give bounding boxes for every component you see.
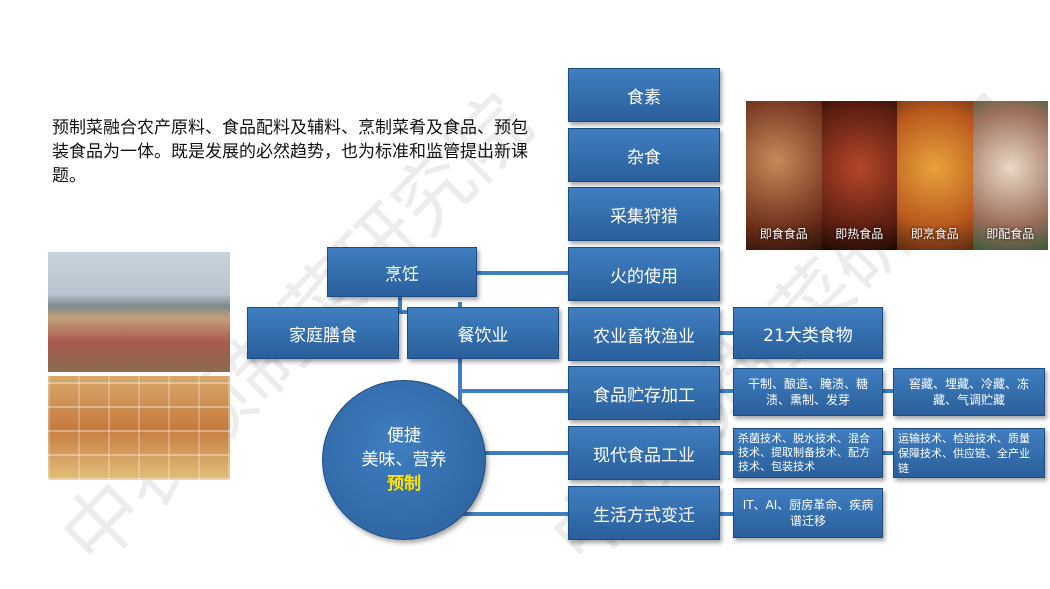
photo-label-0: 即食食品 xyxy=(759,227,808,241)
photo-label-3: 即配食品 xyxy=(986,227,1035,241)
detail-zhucun-methods: 干制、酿造、腌渍、糖渍、熏制、发芽 xyxy=(733,368,883,416)
prefab-core-circle: 便捷 美味、营养 预制 xyxy=(322,380,486,540)
node-pengren: 烹饪 xyxy=(327,247,477,297)
circle-line-1: 便捷 xyxy=(387,426,421,446)
food-photo-strip: 即食食品 即热食品 即烹食品 即配食品 xyxy=(746,101,1048,250)
stage-xiandai: 现代食品工业 xyxy=(568,426,720,480)
circle-line-2: 美味、营养 xyxy=(361,450,447,470)
node-canyin: 餐饮业 xyxy=(407,307,559,359)
ready-to-eat-photo: 即食食品 xyxy=(746,101,822,250)
stage-shenghuo: 生活方式变迁 xyxy=(568,486,720,540)
stage-zashi: 杂食 xyxy=(568,128,720,182)
market-photo-1 xyxy=(48,252,230,372)
stage-zhucun: 食品贮存加工 xyxy=(568,366,720,420)
node-21-foods: 21大类食物 xyxy=(733,307,883,359)
detail-xiandai-tech: 杀菌技术、脱水技术、混合技术、提取制备技术、配方技术、包装技术 xyxy=(733,428,883,478)
detail-zhucun-storage: 窖藏、埋藏、冷藏、冻藏、气调贮藏 xyxy=(893,368,1045,416)
circle-highlight: 预制 xyxy=(387,474,421,494)
market-photo-2 xyxy=(48,376,230,480)
node-jiating: 家庭膳食 xyxy=(247,307,399,359)
stage-shisu: 食素 xyxy=(568,68,720,122)
intro-paragraph: 预制菜融合农产原料、食品配料及辅料、烹制菜肴及食品、预包装食品为一体。既是发展的… xyxy=(52,118,528,186)
stage-caiji: 采集狩猎 xyxy=(568,187,720,241)
detail-xiandai-chain: 运输技术、检验技术、质量保障技术、供应链、全产业链 xyxy=(893,428,1045,478)
ready-to-cook-photo: 即烹食品 xyxy=(897,101,973,250)
ready-to-prep-photo: 即配食品 xyxy=(972,101,1048,250)
detail-shenghuo: IT、AI、厨房革命、疾病谱迁移 xyxy=(733,488,883,538)
stage-nongye: 农业畜牧渔业 xyxy=(568,307,720,361)
ready-to-heat-photo: 即热食品 xyxy=(821,101,897,250)
photo-label-1: 即热食品 xyxy=(835,227,884,241)
photo-label-2: 即烹食品 xyxy=(910,227,959,241)
stage-huo: 火的使用 xyxy=(568,247,720,301)
